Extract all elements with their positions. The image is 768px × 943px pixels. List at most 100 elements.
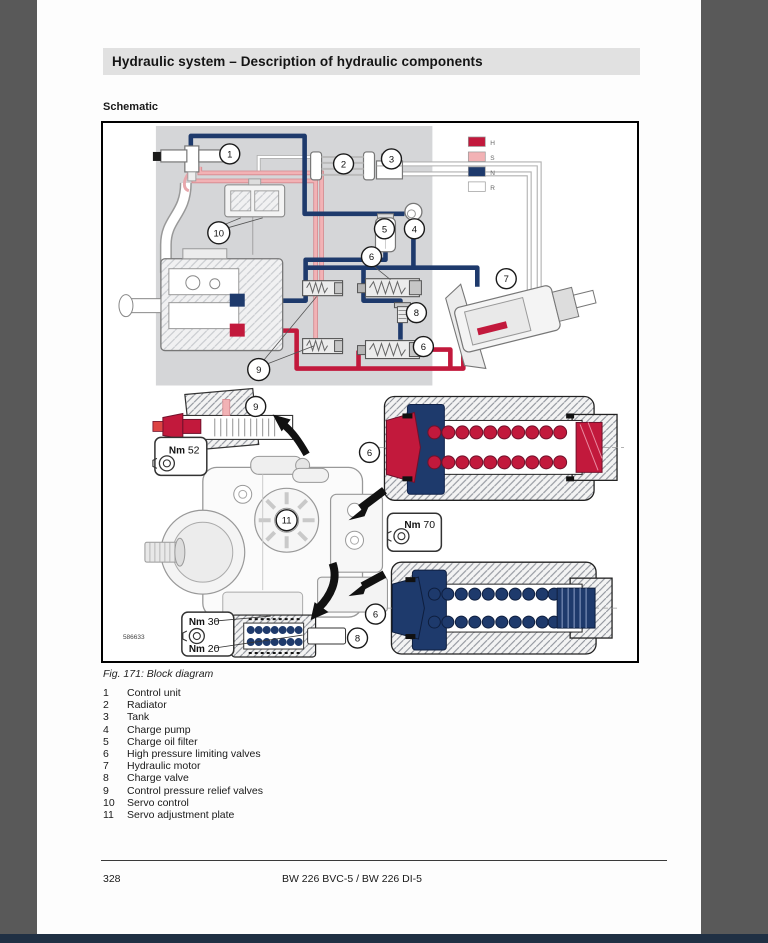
svg-text:Nm: Nm [189, 644, 205, 655]
figure-caption: Fig. 171: Block diagram [103, 668, 214, 680]
callout-6-lower: 6 [412, 335, 435, 358]
callout-6-blue-section: 6 [364, 603, 387, 625]
page-title: Hydraulic system – Description of hydrau… [103, 48, 640, 75]
schematic-figure: H S N R 1 2 3 5 4 6 6 7 8 9 10 [101, 121, 639, 663]
callout-6-upper: 6 [360, 246, 383, 268]
footer-divider [101, 860, 667, 861]
svg-text:6: 6 [369, 252, 374, 263]
svg-text:5: 5 [382, 224, 387, 235]
footer-model-text: BW 226 BVC-5 / BW 226 DI-5 [281, 873, 423, 885]
legend-key-n: N [490, 170, 495, 177]
wrench-icon [182, 630, 188, 642]
torque-label-30-20: Nm 30 Nm 20 [181, 611, 303, 657]
svg-text:3: 3 [389, 154, 394, 165]
legend-key-r: R [490, 185, 495, 192]
torque-label-70: Nm 70 [386, 512, 443, 552]
callout-11: 11 [275, 509, 298, 532]
svg-text:10: 10 [214, 228, 225, 239]
pump-isometric [144, 455, 389, 623]
callout-1: 1 [219, 143, 241, 165]
high-pressure-limiting-valve-2 [357, 340, 422, 360]
lower-detail: Nm 52 Nm 70 Nm 30 Nm 20 586633 [123, 387, 625, 658]
legend-key-h: H [490, 140, 495, 147]
svg-text:1: 1 [227, 149, 232, 160]
svg-text:9: 9 [253, 402, 258, 413]
torque-label-52: Nm 52 [152, 436, 208, 477]
svg-text:6: 6 [373, 610, 378, 621]
svg-text:6: 6 [421, 342, 426, 353]
pump-high-pressure-port [229, 323, 245, 337]
svg-text:Nm: Nm [169, 445, 185, 456]
red-spring [427, 425, 568, 470]
legend-key-s: S [490, 155, 495, 162]
svg-text:8: 8 [355, 634, 360, 645]
control-pressure-relief-valve-2 [302, 338, 344, 355]
svg-text:20: 20 [208, 644, 220, 655]
limiting-valve-section-red [378, 395, 625, 501]
callout-pointers [223, 217, 391, 365]
return-lines [159, 154, 542, 291]
svg-text:70: 70 [423, 520, 435, 531]
page-number: 328 [103, 873, 121, 885]
relief-valve-cutaway [152, 387, 294, 452]
section-label: Schematic [103, 101, 159, 113]
pump-charge-port [229, 293, 245, 307]
line-legend: H S N R [467, 136, 495, 192]
svg-text:9: 9 [256, 365, 261, 376]
callout-3: 3 [380, 148, 403, 170]
svg-text:4: 4 [412, 224, 417, 235]
callouts-lower: 9 6 6 8 11 [245, 395, 387, 649]
upper-schematic: H S N R 1 2 3 5 4 6 6 7 8 9 10 [118, 125, 597, 386]
direction-arrows [272, 414, 387, 621]
wrench-icon [386, 530, 392, 542]
callout-5: 5 [373, 218, 396, 240]
callout-6-red-section: 6 [358, 441, 381, 464]
svg-text:8: 8 [414, 308, 419, 319]
svg-text:52: 52 [188, 445, 200, 456]
svg-text:30: 30 [208, 617, 220, 628]
viewer-bottom-bar [0, 934, 768, 943]
legend-swatch-charge-pressure [467, 166, 486, 177]
wrench-icon [152, 457, 158, 469]
callout-9: 9 [247, 357, 271, 382]
callouts-upper: 1 2 3 5 4 6 6 7 8 9 10 [207, 143, 517, 382]
callout-9-detail: 9 [245, 395, 267, 418]
blue-spring [427, 587, 561, 629]
callout-2: 2 [332, 153, 355, 175]
callout-8: 8 [405, 301, 428, 324]
control-pressure-relief-valve-1 [302, 280, 344, 297]
servo-control [224, 178, 286, 218]
legend-swatch-high-pressure [467, 136, 486, 147]
svg-text:11: 11 [282, 516, 292, 527]
svg-text:2: 2 [341, 159, 346, 170]
svg-text:6: 6 [367, 448, 372, 459]
callout-10: 10 [207, 221, 231, 245]
svg-text:7: 7 [504, 274, 509, 285]
callout-8-detail: 8 [346, 627, 369, 649]
callout-4: 4 [403, 218, 426, 240]
legend-swatch-control-pressure [467, 151, 486, 162]
svg-text:Nm: Nm [404, 520, 420, 531]
legend-swatch-return [467, 181, 486, 192]
charge-valve-detail [231, 614, 347, 658]
callout-7: 7 [495, 268, 517, 290]
charge-pump [404, 202, 423, 221]
hydraulic-motor [445, 283, 597, 370]
high-pressure-limiting-valve-1 [357, 278, 422, 298]
svg-text:Nm: Nm [189, 617, 205, 628]
drive-pump-section [118, 248, 284, 352]
limiting-valve-section-blue [386, 561, 621, 655]
block-diagram-svg: H S N R 1 2 3 5 4 6 6 7 8 9 10 [118, 125, 625, 658]
figure-image-code: 586633 [123, 634, 145, 641]
